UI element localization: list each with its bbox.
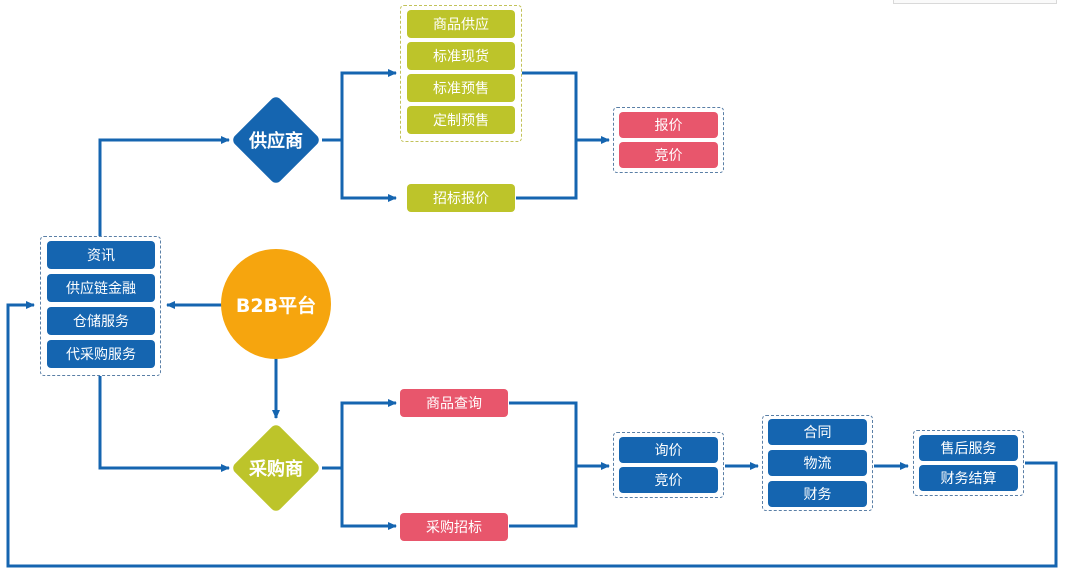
supply-mode-spot: 标准现货 <box>407 42 515 70</box>
supplier-label: 供应商 <box>249 131 303 152</box>
connector-services-to-buyer <box>98 376 230 472</box>
service-proxy-purchase: 代采购服务 <box>47 340 155 368</box>
service-info: 资讯 <box>47 241 155 269</box>
contract-group <box>762 415 873 511</box>
inquiry-ask-price: 询价 <box>619 437 718 463</box>
connector-feedback-loop <box>6 301 1058 568</box>
result-quote: 报价 <box>619 112 718 138</box>
connector-supplier-to-bid <box>340 140 397 202</box>
finance-box: 财务 <box>768 481 867 507</box>
supply-mode-goods: 商品供应 <box>407 10 515 38</box>
service-supply-chain-finance: 供应链金融 <box>47 274 155 302</box>
connector-query-merge <box>509 401 578 528</box>
supply-mode-presale: 标准预售 <box>407 74 515 102</box>
supplier-bid-box: 招标报价 <box>407 184 515 212</box>
inquiry-group <box>613 432 724 498</box>
toolbar-fragment <box>893 0 1057 4</box>
buyer-tender-box: 采购招标 <box>400 513 508 541</box>
contract-box: 合同 <box>768 419 867 445</box>
buyer-label: 采购商 <box>249 459 303 480</box>
connector-services-to-supplier <box>98 136 230 236</box>
after-sales-service: 售后服务 <box>919 435 1018 461</box>
supply-modes-group <box>400 5 522 142</box>
supply-mode-custom: 定制预售 <box>407 106 515 134</box>
financial-settlement: 财务结算 <box>919 465 1018 491</box>
buyer-query-box: 商品查询 <box>400 389 508 417</box>
connector-buyer-to-query <box>340 399 397 468</box>
connector-buyer-to-tender <box>340 468 397 530</box>
result-auction: 竞价 <box>619 142 718 168</box>
inquiry-auction: 竞价 <box>619 467 718 493</box>
logistics-box: 物流 <box>768 450 867 476</box>
connector-supplier-to-supply <box>340 69 397 140</box>
supplier-results-group <box>613 107 724 173</box>
service-warehousing: 仓储服务 <box>47 307 155 335</box>
connector-supply-to-merge <box>516 71 578 200</box>
b2b-platform-node: B2B平台 <box>221 249 331 359</box>
after-sales-group <box>913 430 1024 496</box>
services-group <box>40 236 161 376</box>
